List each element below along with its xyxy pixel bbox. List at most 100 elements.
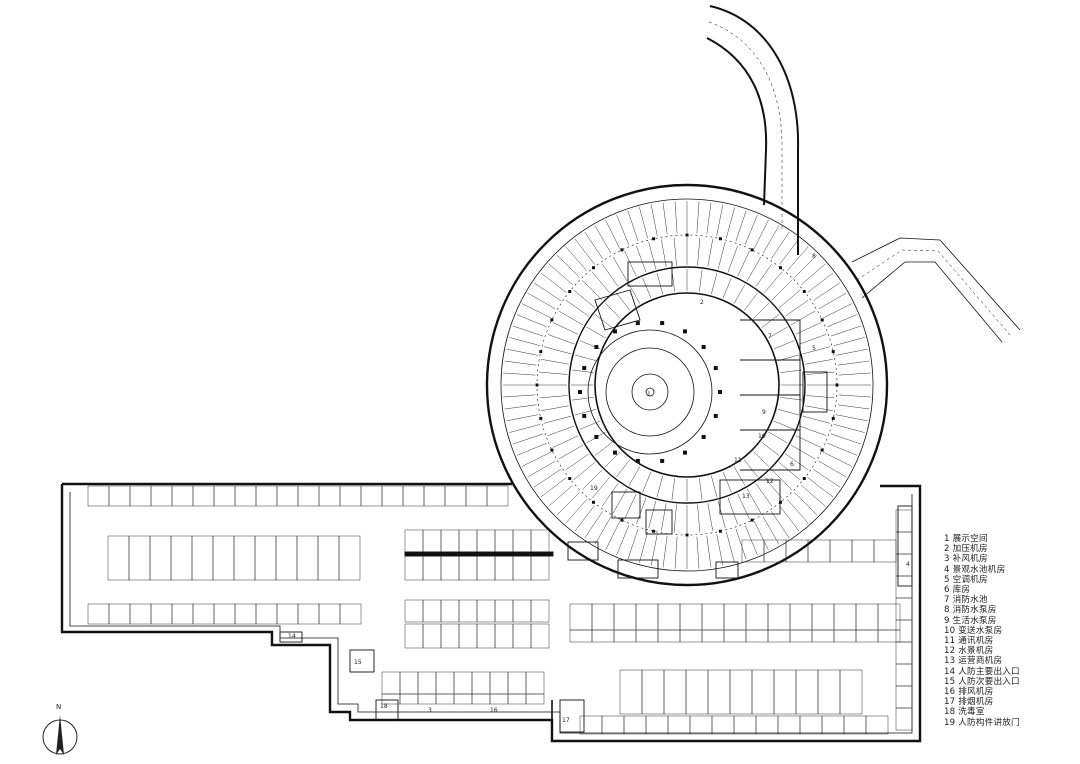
- radial-stall-line: [601, 263, 619, 287]
- radial-stall-line: [540, 272, 567, 293]
- parking-stall: [234, 603, 257, 625]
- structural-column: [820, 448, 824, 452]
- room-label: 13: [742, 493, 750, 500]
- radial-stall-line: [707, 239, 713, 267]
- legend-item: 14 人防主要出入口: [944, 666, 1020, 677]
- structural-column: [750, 248, 754, 252]
- parking-stall: [829, 539, 853, 563]
- parking-stall: [512, 599, 532, 623]
- room-label: 5: [812, 345, 816, 352]
- parking-stall: [318, 485, 341, 507]
- radial-stall-line: [650, 204, 658, 236]
- structural-column: [652, 529, 656, 533]
- radial-stall-line: [837, 404, 870, 410]
- structural-column: [660, 458, 665, 463]
- core-ring-3: [631, 373, 669, 411]
- radial-stall-line: [639, 207, 648, 239]
- radial-stall-line: [591, 476, 611, 499]
- parking-stall: [453, 671, 473, 695]
- parking-stall: [569, 603, 593, 631]
- parking-stall: [865, 715, 889, 735]
- radial-stall-line: [838, 372, 871, 376]
- parking-stall: [811, 629, 835, 643]
- room-label: 9: [762, 409, 766, 416]
- parking-stall: [108, 485, 131, 507]
- radial-stall-line: [558, 444, 584, 460]
- radial-stall-line: [813, 282, 841, 301]
- radial-stall-line: [733, 466, 746, 486]
- parking-stall: [381, 671, 401, 695]
- parking-stall: [318, 603, 341, 625]
- room-label: 19: [590, 485, 598, 492]
- parking-stall: [613, 629, 637, 643]
- radial-stall-line: [785, 453, 809, 471]
- parking-stall: [494, 529, 514, 553]
- radial-stall-line: [707, 503, 713, 531]
- parking-stall: [435, 671, 455, 695]
- radial-stall-line: [827, 314, 858, 328]
- legend-item: 11 通讯机房: [944, 636, 994, 647]
- parking-stall: [895, 619, 913, 643]
- radial-stall-line: [552, 435, 579, 448]
- stair-core: [802, 371, 828, 413]
- parking-stall: [87, 485, 110, 507]
- structural-column: [613, 329, 617, 334]
- room-block: [567, 541, 599, 561]
- parking-stall: [799, 715, 823, 735]
- core-rooms: [594, 289, 641, 331]
- parking-stall: [591, 603, 615, 631]
- radial-stall-line: [673, 504, 677, 533]
- parking-stall: [458, 623, 478, 649]
- radial-stall-line: [726, 531, 735, 563]
- parking-stall: [729, 669, 753, 715]
- radial-stall-line: [639, 531, 648, 563]
- parking-stall: [234, 485, 257, 507]
- radial-stall-line: [746, 256, 762, 282]
- radial-stall-line: [648, 500, 657, 529]
- parking-stall: [255, 603, 278, 625]
- structural-column: [582, 413, 587, 418]
- parking-stall: [763, 539, 787, 563]
- radial-stall-line: [612, 256, 628, 282]
- radial-stall-line: [706, 202, 712, 235]
- radial-stall-line: [790, 310, 816, 326]
- radial-stall-line: [616, 459, 630, 478]
- parking-stall: [701, 629, 725, 643]
- radial-stall-line: [533, 282, 561, 301]
- radial-stall-line: [509, 337, 541, 346]
- radial-stall-line: [627, 210, 639, 242]
- parking-stall: [404, 529, 424, 553]
- core-room: [627, 261, 673, 287]
- radial-stall-line: [504, 404, 537, 410]
- radial-stall-line: [584, 231, 603, 259]
- parking-stall: [255, 485, 278, 507]
- radial-stall-line: [733, 284, 746, 304]
- parking-stall: [613, 603, 637, 631]
- radial-stall-line: [558, 310, 584, 326]
- structural-column: [685, 233, 689, 237]
- parking-stall: [489, 693, 509, 705]
- parking-stall: [701, 603, 725, 631]
- structural-column: [578, 390, 582, 394]
- parking-stall: [579, 715, 603, 735]
- radial-stall-line: [830, 433, 862, 445]
- parking-stall: [755, 715, 779, 735]
- radial-stall-line: [773, 420, 795, 430]
- radial-stall-line: [503, 372, 536, 376]
- structural-column: [802, 477, 806, 481]
- parking-stall: [855, 629, 879, 643]
- parking-stall: [525, 693, 545, 705]
- parking-stall: [212, 535, 235, 581]
- structural-column: [535, 383, 539, 387]
- parking-stall: [465, 485, 488, 507]
- radial-stall-line: [813, 469, 841, 488]
- parking-stall: [795, 669, 819, 715]
- parking-stall: [191, 535, 214, 581]
- radial-stall-line: [823, 451, 853, 467]
- radial-stall-line: [711, 475, 718, 498]
- radial-stall-line: [802, 415, 831, 424]
- structural-column: [779, 266, 783, 270]
- parking-stall: [422, 599, 442, 623]
- legend-item: 4 景观水池机房: [944, 564, 1006, 575]
- core-ring-1: [587, 329, 713, 455]
